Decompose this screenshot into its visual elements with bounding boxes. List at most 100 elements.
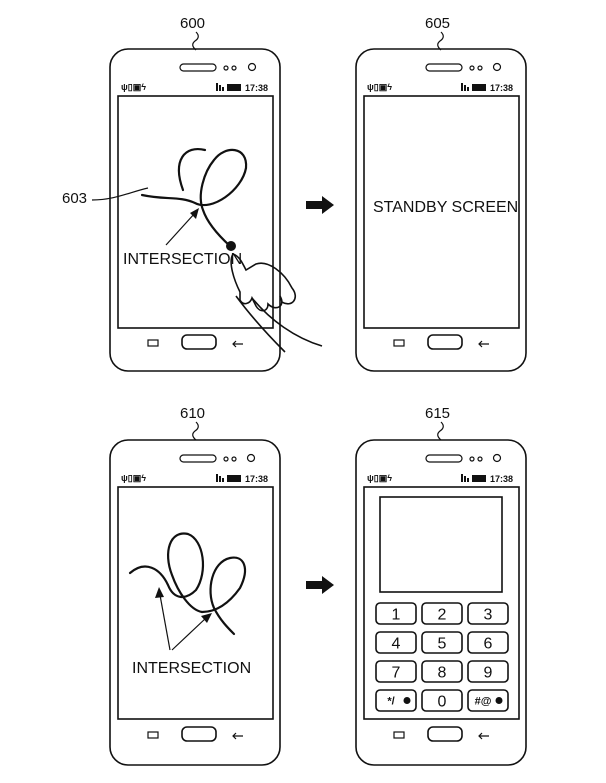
earpiece	[425, 63, 463, 72]
signal-icon	[216, 83, 218, 91]
phone-600: 600 ψ▯▣ϟ 17:38 603 INTERSECTION	[62, 15, 323, 372]
front-camera	[492, 453, 502, 463]
screen	[363, 95, 520, 329]
keypad-key-frame	[467, 631, 509, 654]
home-button	[427, 726, 463, 742]
battery-icon	[227, 84, 241, 91]
keypad-key-frame	[375, 602, 417, 625]
status-bar: ψ▯▣ϟ 17:38	[121, 473, 268, 484]
keypad-key-frame	[467, 660, 509, 683]
screen	[363, 486, 520, 720]
display-window	[379, 496, 503, 593]
keypad-key-frame	[375, 631, 417, 654]
keypad-key: 4	[375, 631, 417, 654]
keypad-key-label: #@	[475, 696, 492, 708]
ref-leader-600	[192, 31, 199, 51]
ref-label-610: 610	[180, 405, 205, 422]
back-key-icon	[478, 732, 489, 740]
status-time: 17:38	[490, 474, 513, 484]
signal-icon	[216, 474, 218, 482]
keypad-key-label: 8	[438, 665, 447, 682]
finger-edge	[235, 295, 286, 353]
sensor-dot	[223, 456, 229, 462]
phone-605: 605 ψ▯▣ϟ 17:38 STANDBY SCREEN	[355, 15, 527, 372]
home-button	[427, 334, 463, 350]
sensor-dot	[477, 456, 483, 462]
keypad-key-label: 6	[484, 636, 493, 653]
message-icon	[495, 697, 503, 704]
phone-610: 610 ψ▯▣ϟ 17:38 INTERSECTION	[109, 405, 281, 766]
ref-label-605: 605	[425, 15, 450, 32]
status-bar: ψ▯▣ϟ 17:38	[367, 473, 513, 484]
keypad-key: 5	[421, 631, 463, 654]
battery-icon	[472, 475, 486, 482]
status-bar: ψ▯▣ϟ 17:38	[121, 82, 268, 93]
curve-ref-label: 603	[62, 190, 87, 207]
phone-body	[109, 48, 281, 372]
status-icons-left: ψ▯▣ϟ	[367, 82, 392, 92]
touch-point	[226, 241, 236, 251]
battery-icon	[227, 475, 241, 482]
back-key-icon	[232, 732, 243, 740]
battery-icon	[472, 84, 486, 91]
earpiece	[179, 63, 217, 72]
sensor-dot	[223, 65, 229, 71]
keypad-key-label: 5	[438, 636, 447, 653]
menu-key-icon	[147, 731, 159, 739]
front-camera	[246, 453, 256, 463]
menu-key-icon	[393, 731, 405, 739]
intersection-arrow	[171, 617, 207, 651]
ref-label-615: 615	[425, 405, 450, 422]
keypad-key: 3	[467, 602, 509, 625]
keypad-key-label: 3	[484, 607, 493, 624]
keypad-key-frame	[421, 602, 463, 625]
status-time: 17:38	[245, 83, 268, 93]
status-icons-left: ψ▯▣ϟ	[367, 473, 392, 483]
curve-ref-leader	[91, 187, 149, 201]
keypad-key-frame	[375, 660, 417, 683]
screen	[117, 486, 274, 720]
finger-edge	[251, 297, 323, 347]
sensor-dot	[231, 456, 237, 462]
arrow-head	[155, 587, 164, 598]
signal-icon	[461, 83, 463, 91]
keypad-key: 8	[421, 660, 463, 683]
keypad-key: 2	[421, 602, 463, 625]
arrow-head	[201, 613, 212, 623]
status-icons-left: ψ▯▣ϟ	[121, 473, 146, 483]
transition-arrow	[306, 196, 334, 214]
phone-body	[109, 439, 281, 766]
earpiece	[425, 454, 463, 463]
keypad-key: 6	[467, 631, 509, 654]
drawn-curve	[128, 532, 247, 636]
sensor-dot	[469, 456, 475, 462]
back-key-icon	[232, 340, 243, 348]
transition-arrow	[306, 576, 334, 594]
keypad-key: #@	[467, 689, 509, 712]
menu-key-icon	[393, 339, 405, 347]
keypad-key-frame	[467, 689, 509, 712]
ref-leader-605	[437, 31, 444, 51]
home-button	[181, 334, 217, 350]
phone-body	[355, 439, 527, 766]
status-time: 17:38	[245, 474, 268, 484]
keypad-key-frame	[467, 602, 509, 625]
screen	[117, 95, 274, 329]
arrow-head	[190, 208, 199, 219]
status-time: 17:38	[490, 83, 513, 93]
keypad-key-label: 0	[438, 694, 447, 711]
ref-leader-610	[192, 421, 199, 441]
keypad-key: 9	[467, 660, 509, 683]
standby-screen-text: STANDBY SCREEN	[373, 199, 518, 216]
home-button	[181, 726, 217, 742]
menu-key-icon	[147, 339, 159, 347]
keypad-key-frame	[421, 689, 463, 712]
keypad-key-label: 4	[392, 636, 401, 653]
keypad-key-frame	[421, 631, 463, 654]
drawn-curve	[140, 149, 248, 248]
settings-icon	[403, 697, 411, 704]
keypad-key-label: 1	[392, 607, 401, 624]
